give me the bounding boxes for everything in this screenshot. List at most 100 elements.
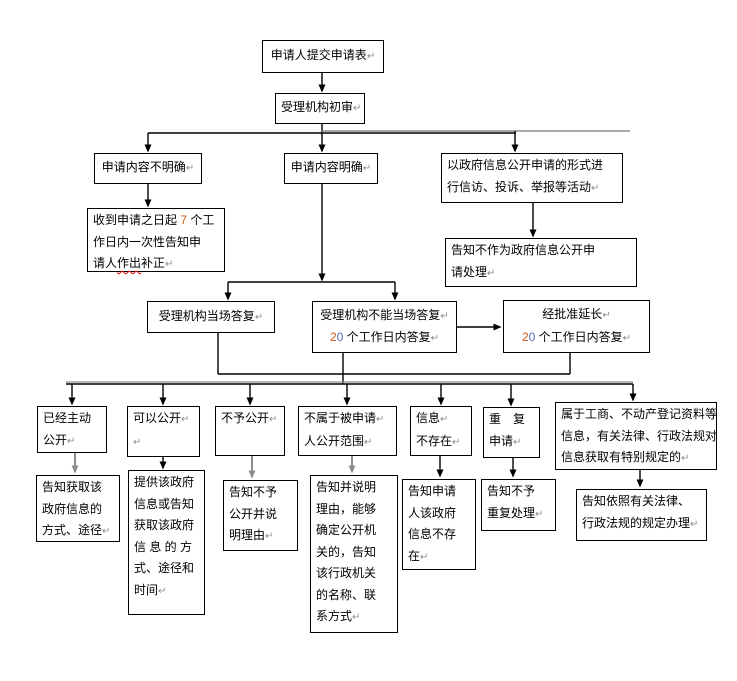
paragraph-mark: ↵ [366,51,376,63]
node-already-disclosed-text: 公开 [43,432,68,447]
node-extended-20-days-line: 经批准延长↵ [509,304,644,327]
node-info-not-exist-text: 不存在 [416,433,453,448]
node-provide-info-or-method-text: 时间 [134,582,159,597]
node-notify-correction-7days-text: 补正 [141,256,166,270]
node-inform-not-exist-line: 在↵ [408,546,470,569]
node-content-unclear: 申请内容不明确↵ [94,153,202,184]
paragraph-mark: ↵ [622,332,632,344]
node-reply-within-20-days-line: 20 个工作日内答复↵ [318,327,451,350]
node-not-processed-as-disclosure-text: 请处理 [451,264,488,279]
node-extended-20-days-text: 个工作日内答复 [535,329,623,344]
node-notify-correction-7days-line: 请人作出补正↵ [93,253,219,276]
node-notify-correction-7days-text: 7 [180,213,188,227]
node-inform-refusal-reasons-text: 明理由 [229,528,266,542]
node-not-in-scope-text: 人公开范围 [304,433,365,448]
node-inform-refusal-reasons-text: 公开并说 [229,506,278,521]
paragraph-mark: ↵ [430,333,440,344]
paragraph-mark: ↵ [165,259,174,270]
node-special-regulation-info-text: 信息获取有特别规定的 [561,450,682,464]
node-can-be-disclosed-line: ↵ [133,431,194,454]
node-inform-handle-by-law-text: 行政法规的规定办理 [582,515,691,530]
node-inform-not-exist-text: 告知申请 [408,484,457,498]
node-can-be-disclosed-text: 可以公开 [133,411,182,425]
paragraph-mark: ↵ [352,612,361,623]
node-submit-application-form: 申请人提交申请表↵ [262,40,384,73]
node-special-regulation-info-line: 属于工商、不动产登记资料等 [561,404,717,426]
node-submit-application-form-line: 申请人提交申请表↵ [268,45,378,68]
node-inform-access-method: 告知获取该政府信息的方式、途径↵ [36,475,120,542]
node-notify-correction-7days-text: 个工 [187,213,215,227]
paragraph-mark: ↵ [681,453,690,464]
node-not-processed-as-disclosure-line: 请处理↵ [451,262,631,285]
node-preliminary-review-text: 受理机构初审 [281,100,354,115]
node-inform-explain-authority-line: 系方式↵ [316,606,392,629]
node-inform-access-method-line: 政府信息的 [42,499,114,521]
paragraph-mark: ↵ [254,311,264,323]
node-special-regulation-info: 属于工商、不动产登记资料等信息，有关法律、行政法规对信息获取有特别规定的↵ [555,402,717,470]
node-reply-within-20-days-line: 受理机构不能当场答复↵ [318,305,451,328]
node-inform-explain-authority-line: 告知并说明 [316,477,392,499]
node-preliminary-review-line: 受理机构初审↵ [281,97,361,120]
node-not-processed-as-disclosure: 告知不作为政府信息公开申请处理↵ [445,238,637,287]
node-provide-info-or-method-text: 获取该政府 [134,518,195,532]
node-inform-explain-authority: 告知并说明理由，能够确定公开机关的，告知该行政机关的名称、联系方式↵ [310,475,398,633]
node-provide-info-or-method: 提供该政府信息或告知获取该政府信 息 的 方式、途径和时间↵ [128,470,205,615]
node-inform-no-repeat-line: 告知不予 [487,481,550,503]
node-content-unclear-text: 申请内容不明确 [101,160,186,175]
node-extended-20-days-line: 20 个工作日内答复↵ [509,327,644,350]
node-reply-on-spot: 受理机构当场答复↵ [147,301,275,333]
node-not-in-scope-line: 人公开范围↵ [304,431,391,454]
node-repeated-application-text: 重 复 [489,412,526,426]
node-inform-not-exist-text: 信息不存 [408,527,457,541]
node-petition-complaint-form-line: 行信访、投诉、举报等活动↵ [447,177,617,200]
node-inform-explain-authority-line: 该行政机关 [316,563,392,585]
node-inform-explain-authority-text: 该行政机关 [316,566,377,580]
paragraph-mark: ↵ [535,508,544,520]
node-notify-correction-7days-text: 作出 [117,256,142,270]
node-inform-explain-authority-line: 关的，告知 [316,542,392,564]
node-reply-on-spot-line: 受理机构当场答复↵ [153,306,269,329]
node-provide-info-or-method-line: 提供该政府 [134,472,199,494]
paragraph-mark: ↵ [133,436,142,448]
node-extended-20-days: 经批准延长↵20 个工作日内答复↵ [503,300,650,353]
node-inform-explain-authority-line: 理由，能够 [316,499,392,521]
node-not-in-scope: 不属于被申请↵人公开范围↵ [298,406,397,456]
node-inform-explain-authority-text: 关的，告知 [316,544,377,559]
node-repeated-application-line: 申请↵ [489,431,534,454]
node-reply-within-20-days-text: 2 [329,330,337,344]
paragraph-mark: ↵ [602,310,611,321]
node-inform-handle-by-law-text: 告知依照有关法律、 [582,494,691,508]
node-provide-info-or-method-line: 信息或告知 [134,494,199,516]
node-inform-no-repeat-text: 告知不予 [487,484,536,498]
node-already-disclosed-line: 公开↵ [43,430,101,453]
paragraph-mark: ↵ [158,585,167,597]
node-provide-info-or-method-text: 信息或告知 [134,496,195,511]
node-special-regulation-info-line: 信息获取有特别规定的↵ [561,447,711,470]
node-inform-explain-authority-text: 理由，能够 [316,501,377,516]
paragraph-mark: ↵ [185,163,195,175]
node-info-not-exist-text: 信息 [416,411,441,425]
node-inform-not-exist: 告知申请人该政府信息不存在↵ [402,479,476,570]
node-inform-handle-by-law-line: 告知依照有关法律、 [582,491,701,513]
node-not-processed-as-disclosure-line: 告知不作为政府信息公开申 [451,240,631,262]
node-submit-application-form-text: 申请人提交申请表 [270,48,367,63]
node-provide-info-or-method-text: 信 息 的 方 [134,539,193,554]
node-inform-refusal-reasons-text: 告知不予 [229,485,278,499]
node-reply-within-20-days: 受理机构不能当场答复↵20 个工作日内答复↵ [312,301,457,353]
node-notify-correction-7days-text: 收到申请之日起 [93,213,181,227]
node-special-regulation-info-text: 属于工商、不动产登记资料等 [561,407,718,421]
node-repeated-application-line: 重 复 [489,409,534,431]
node-reply-within-20-days-text: 受理机构不能当场答复 [320,307,441,322]
node-inform-handle-by-law: 告知依照有关法律、行政法规的规定办理↵ [576,489,707,541]
paragraph-mark: ↵ [269,414,278,425]
node-already-disclosed-text: 已经主动 [43,411,92,425]
paragraph-mark: ↵ [102,526,111,537]
node-not-in-scope-line: 不属于被申请↵ [304,408,391,431]
paragraph-mark: ↵ [440,414,449,425]
node-extended-20-days-text: 0 [528,329,536,344]
node-not-disclosed: 不予公开↵ [215,406,285,456]
node-inform-not-exist-text: 在 [408,548,421,563]
node-inform-refusal-reasons-line: 明理由↵ [229,525,292,548]
node-can-be-disclosed: 可以公开↵↵ [127,406,200,457]
